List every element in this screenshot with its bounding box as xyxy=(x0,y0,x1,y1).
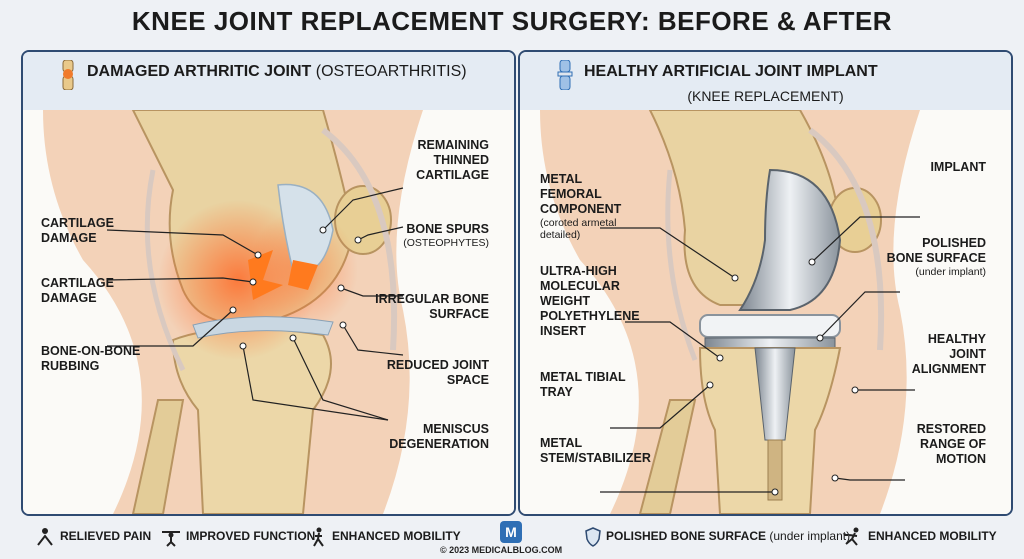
label-stem: METAL STEM/STABILIZER xyxy=(540,436,651,465)
weightlifter-icon xyxy=(162,531,180,547)
damaged-knee-illustration xyxy=(23,110,514,514)
footer-text: ENHANCED MOBILITY xyxy=(332,529,461,544)
label-polished-sub: (under implant) xyxy=(915,266,986,278)
label-reduced-space: REDUCED JOINT SPACE xyxy=(386,358,489,387)
footer-enhanced-mobility: ENHANCED MOBILITY xyxy=(310,527,461,547)
panel-subtitle: (OSTEOARTHRITIS) xyxy=(315,63,467,80)
implant-panel: HEALTHY ARTIFICIAL JOINT IMPLANT (KNEE R… xyxy=(518,50,1013,516)
label-remaining-cartilage: REMAINING THINNED CARTILAGE xyxy=(416,138,489,182)
label-cartilage-damage-2: CARTILAGE DAMAGE xyxy=(41,276,114,305)
label-insert: ULTRA-HIGH MOLECULAR WEIGHT POLYETHYLENE… xyxy=(540,264,640,338)
knee-implant-icon xyxy=(557,60,573,90)
footer-improved-function: IMPROVED FUNCTION xyxy=(160,527,315,547)
implant-knee-illustration xyxy=(520,110,1011,514)
label-femoral-component: METAL FEMORAL COMPONENT (coroted armetal… xyxy=(540,172,640,241)
medicalblog-logo: M xyxy=(500,521,522,543)
knee-icon xyxy=(62,60,74,90)
page-title: KNEE JOINT REPLACEMENT SURGERY: BEFORE &… xyxy=(131,6,893,36)
label-bone-spurs-text: BONE SPURS xyxy=(406,222,489,236)
label-implant: IMPLANT xyxy=(930,160,986,174)
label-irregular-surface: IRREGULAR BONE SURFACE xyxy=(375,292,489,321)
panel-title: DAMAGED ARTHRITIC JOINT (OSTEOARTHRITIS) xyxy=(87,63,467,81)
panel-title: HEALTHY ARTIFICIAL JOINT IMPLANT xyxy=(584,63,878,80)
label-meniscus: MENISCUS DEGENERATION xyxy=(389,422,489,451)
label-polished-surface: POLISHED BONE SURFACE (under implant) xyxy=(886,236,986,278)
label-alignment: HEALTHY JOINT ALIGNMENT xyxy=(911,332,986,376)
panel-title-text: DAMAGED ARTHRITIC JOINT xyxy=(87,63,312,80)
label-range: RESTORED RANGE OF MOTION xyxy=(916,422,986,466)
label-bone-spurs: BONE SPURS (OSTEOPHYTES) xyxy=(375,222,489,249)
footer-text: ENHANCED MOBILITY xyxy=(868,529,997,544)
footer-text-sub: (under implant) xyxy=(769,529,851,544)
walking-icon xyxy=(313,527,324,547)
damaged-joint-panel: DAMAGED ARTHRITIC JOINT (OSTEOARTHRITIS) xyxy=(21,50,516,516)
label-bone-spurs-sub: (OSTEOPHYTES) xyxy=(403,237,489,249)
copyright: © 2023 MEDICALBLOG.COM xyxy=(440,545,563,555)
label-polished-text: POLISHED BONE SURFACE xyxy=(886,236,986,265)
label-femoral-sub: (coroted armetal detailed) xyxy=(540,217,617,241)
running-icon xyxy=(844,527,859,546)
panel-subtitle: (KNEE REPLACEMENT) xyxy=(687,88,844,104)
panel-header: DAMAGED ARTHRITIC JOINT (OSTEOARTHRITIS) xyxy=(23,52,514,110)
footer-polished-surface: POLISHED BONE SURFACE (under implant) xyxy=(584,527,850,547)
label-femoral-text: METAL FEMORAL COMPONENT xyxy=(540,172,622,216)
footer-text: POLISHED BONE SURFACE xyxy=(606,529,767,544)
panel-header: HEALTHY ARTIFICIAL JOINT IMPLANT (KNEE R… xyxy=(520,52,1011,110)
person-icon xyxy=(37,528,53,546)
footer-relieved-pain: RELIEVED PAIN xyxy=(34,527,151,547)
label-tibial-tray: METAL TIBIAL TRAY xyxy=(540,370,626,399)
footer-enhanced-mobility-right: ENHANCED MOBILITY xyxy=(842,527,997,547)
label-bone-on-bone: BONE-ON-BONE RUBBING xyxy=(41,344,141,373)
shield-icon xyxy=(585,527,601,547)
footer-text: RELIEVED PAIN xyxy=(60,529,152,544)
footer: RELIEVED PAIN IMPROVED FUNCTION ENHANCED… xyxy=(0,517,1024,559)
label-cartilage-damage-1: CARTILAGE DAMAGE xyxy=(41,216,114,245)
footer-text: IMPROVED FUNCTION xyxy=(186,529,316,544)
